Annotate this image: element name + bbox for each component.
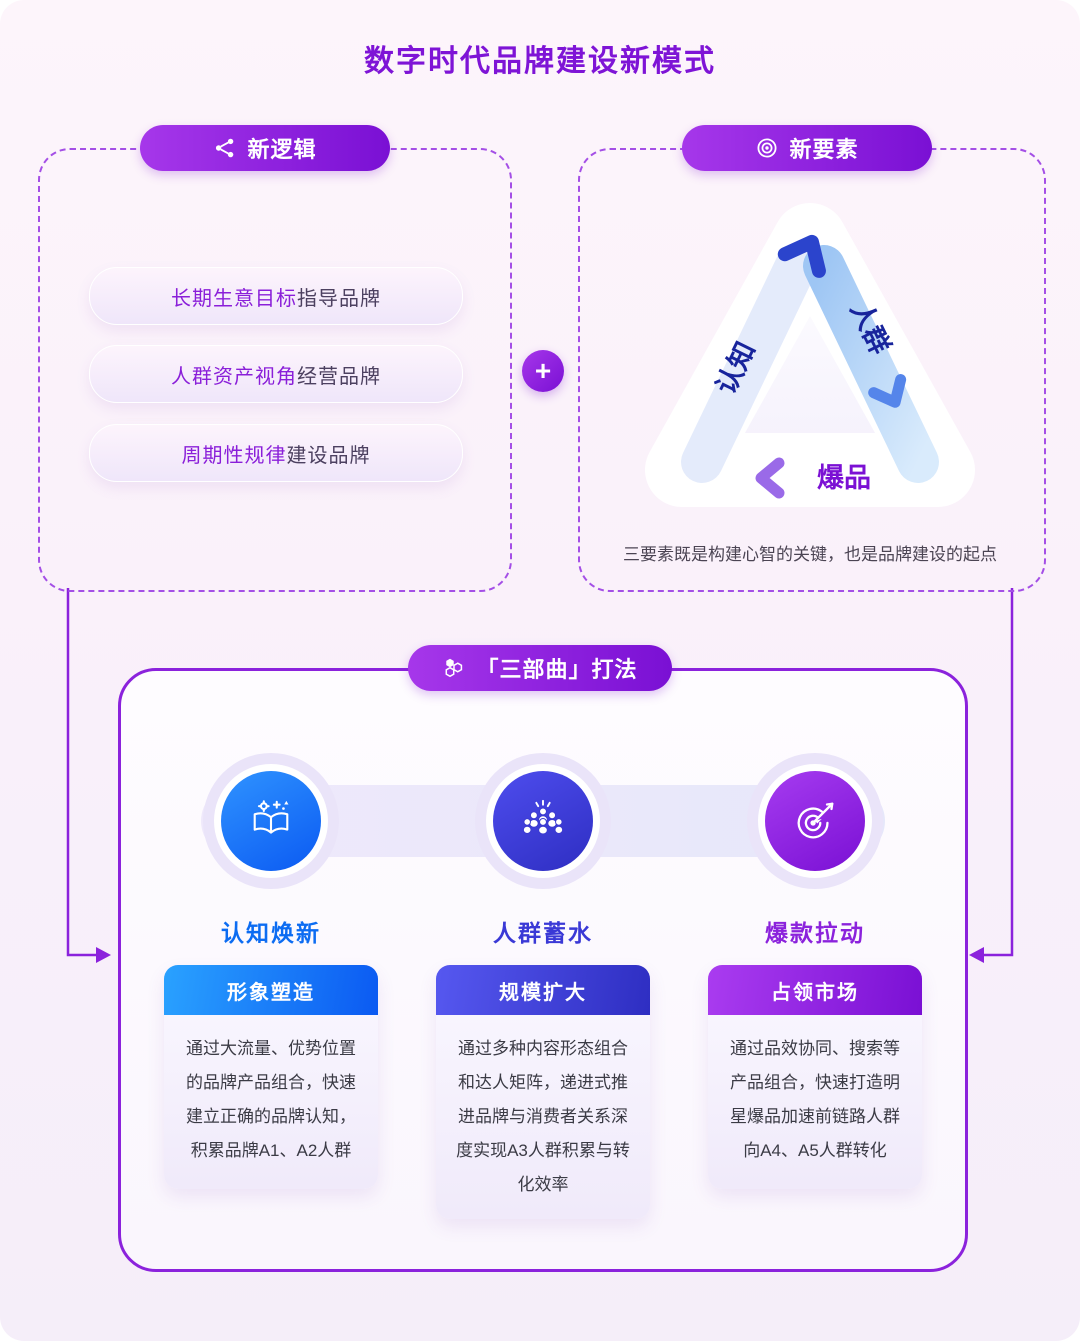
right-connector-arrow [969, 588, 1014, 963]
triangle-label-3: 爆品 [817, 463, 871, 493]
honeycomb-icon [446, 658, 463, 678]
logic-item-3: 周期性规律建设品牌 [89, 424, 463, 482]
logic-item-1-rest: 指导品牌 [297, 287, 381, 310]
step-2-card-body: 通过多种内容形态组合和达人矩阵，递进式推进品牌与消费者关系深度实现A3人群积累与… [436, 1015, 650, 1219]
triangle-top-chevron-icon [777, 234, 826, 278]
page-title: 数字时代品牌建设新模式 [364, 45, 716, 78]
step-1-label: 认知焕新 [221, 920, 321, 946]
logic-item-2: 人群资产视角经营品牌 [89, 345, 463, 403]
logic-item-3-rest: 建设品牌 [286, 444, 371, 467]
elements-caption: 三要素既是构建心智的关键，也是品牌建设的起点 [623, 545, 997, 564]
step-2-card-title: 规模扩大 [436, 965, 650, 1015]
step-1-card: 形象塑造 通过大流量、优势位置的品牌产品组合，快速建立正确的品牌认知，积累品牌A… [164, 965, 378, 1189]
elements-triangle-diagram: 认知 人群 爆品 [645, 203, 975, 507]
new-elements-header-label: 新要素 [789, 137, 859, 162]
new-logic-header: 新逻辑 [140, 125, 390, 171]
book-sparkle-icon [253, 800, 289, 834]
logic-item-3-highlight: 周期性规律 [181, 444, 287, 467]
step-1-card-body: 通过大流量、优势位置的品牌产品组合，快速建立正确的品牌认知，积累品牌A1、A2人… [164, 1015, 378, 1189]
trilogy-panel: 认知焕新 人群蓄水 爆款拉动 形象塑造 通过大流量、优势位置的品牌产品组合，快速… [118, 668, 968, 1272]
triangle-right-chevron-icon [868, 374, 907, 408]
triangle-right-band [803, 245, 939, 483]
step-2-label: 人群蓄水 [493, 920, 593, 946]
triangle-left-band [681, 245, 817, 483]
logic-item-2-rest: 经营品牌 [297, 365, 381, 388]
step-3-card: 占领市场 通过品效协同、搜索等产品组合，快速打造明星爆品加速前链路人群向A4、A… [708, 965, 922, 1189]
step-3-card-body: 通过品效协同、搜索等产品组合，快速打造明星爆品加速前链路人群向A4、A5人群转化 [708, 1015, 922, 1189]
step-2-disc [493, 771, 593, 871]
share-nodes-icon [216, 138, 234, 158]
step-3-card-title: 占领市场 [708, 965, 922, 1015]
step-2-card: 规模扩大 通过多种内容形态组合和达人矩阵，递进式推进品牌与消费者关系深度实现A3… [436, 965, 650, 1219]
new-logic-panel: 长期生意目标指导品牌 人群资产视角经营品牌 周期性规律建设品牌 [38, 148, 512, 592]
new-logic-header-label: 新逻辑 [247, 137, 317, 162]
step-3-disc [765, 771, 865, 871]
trilogy-header: 「三部曲」打法 [408, 645, 672, 691]
logic-item-1: 长期生意目标指导品牌 [89, 267, 463, 325]
triangle-bottom-chevron-icon [755, 457, 785, 499]
plus-icon: + [522, 350, 564, 392]
logic-item-2-highlight: 人群资产视角 [171, 365, 297, 388]
trilogy-header-label: 「三部曲」打法 [476, 657, 638, 682]
target-icon [757, 138, 777, 158]
step-3-label: 爆款拉动 [765, 920, 865, 946]
new-elements-header: 新要素 [682, 125, 932, 171]
logic-item-1-highlight: 长期生意目标 [171, 287, 297, 310]
crowd-icon [522, 799, 564, 835]
left-connector-arrow [66, 588, 111, 963]
step-1-card-title: 形象塑造 [164, 965, 378, 1015]
dart-target-icon [797, 802, 834, 839]
step-1-disc [221, 771, 321, 871]
